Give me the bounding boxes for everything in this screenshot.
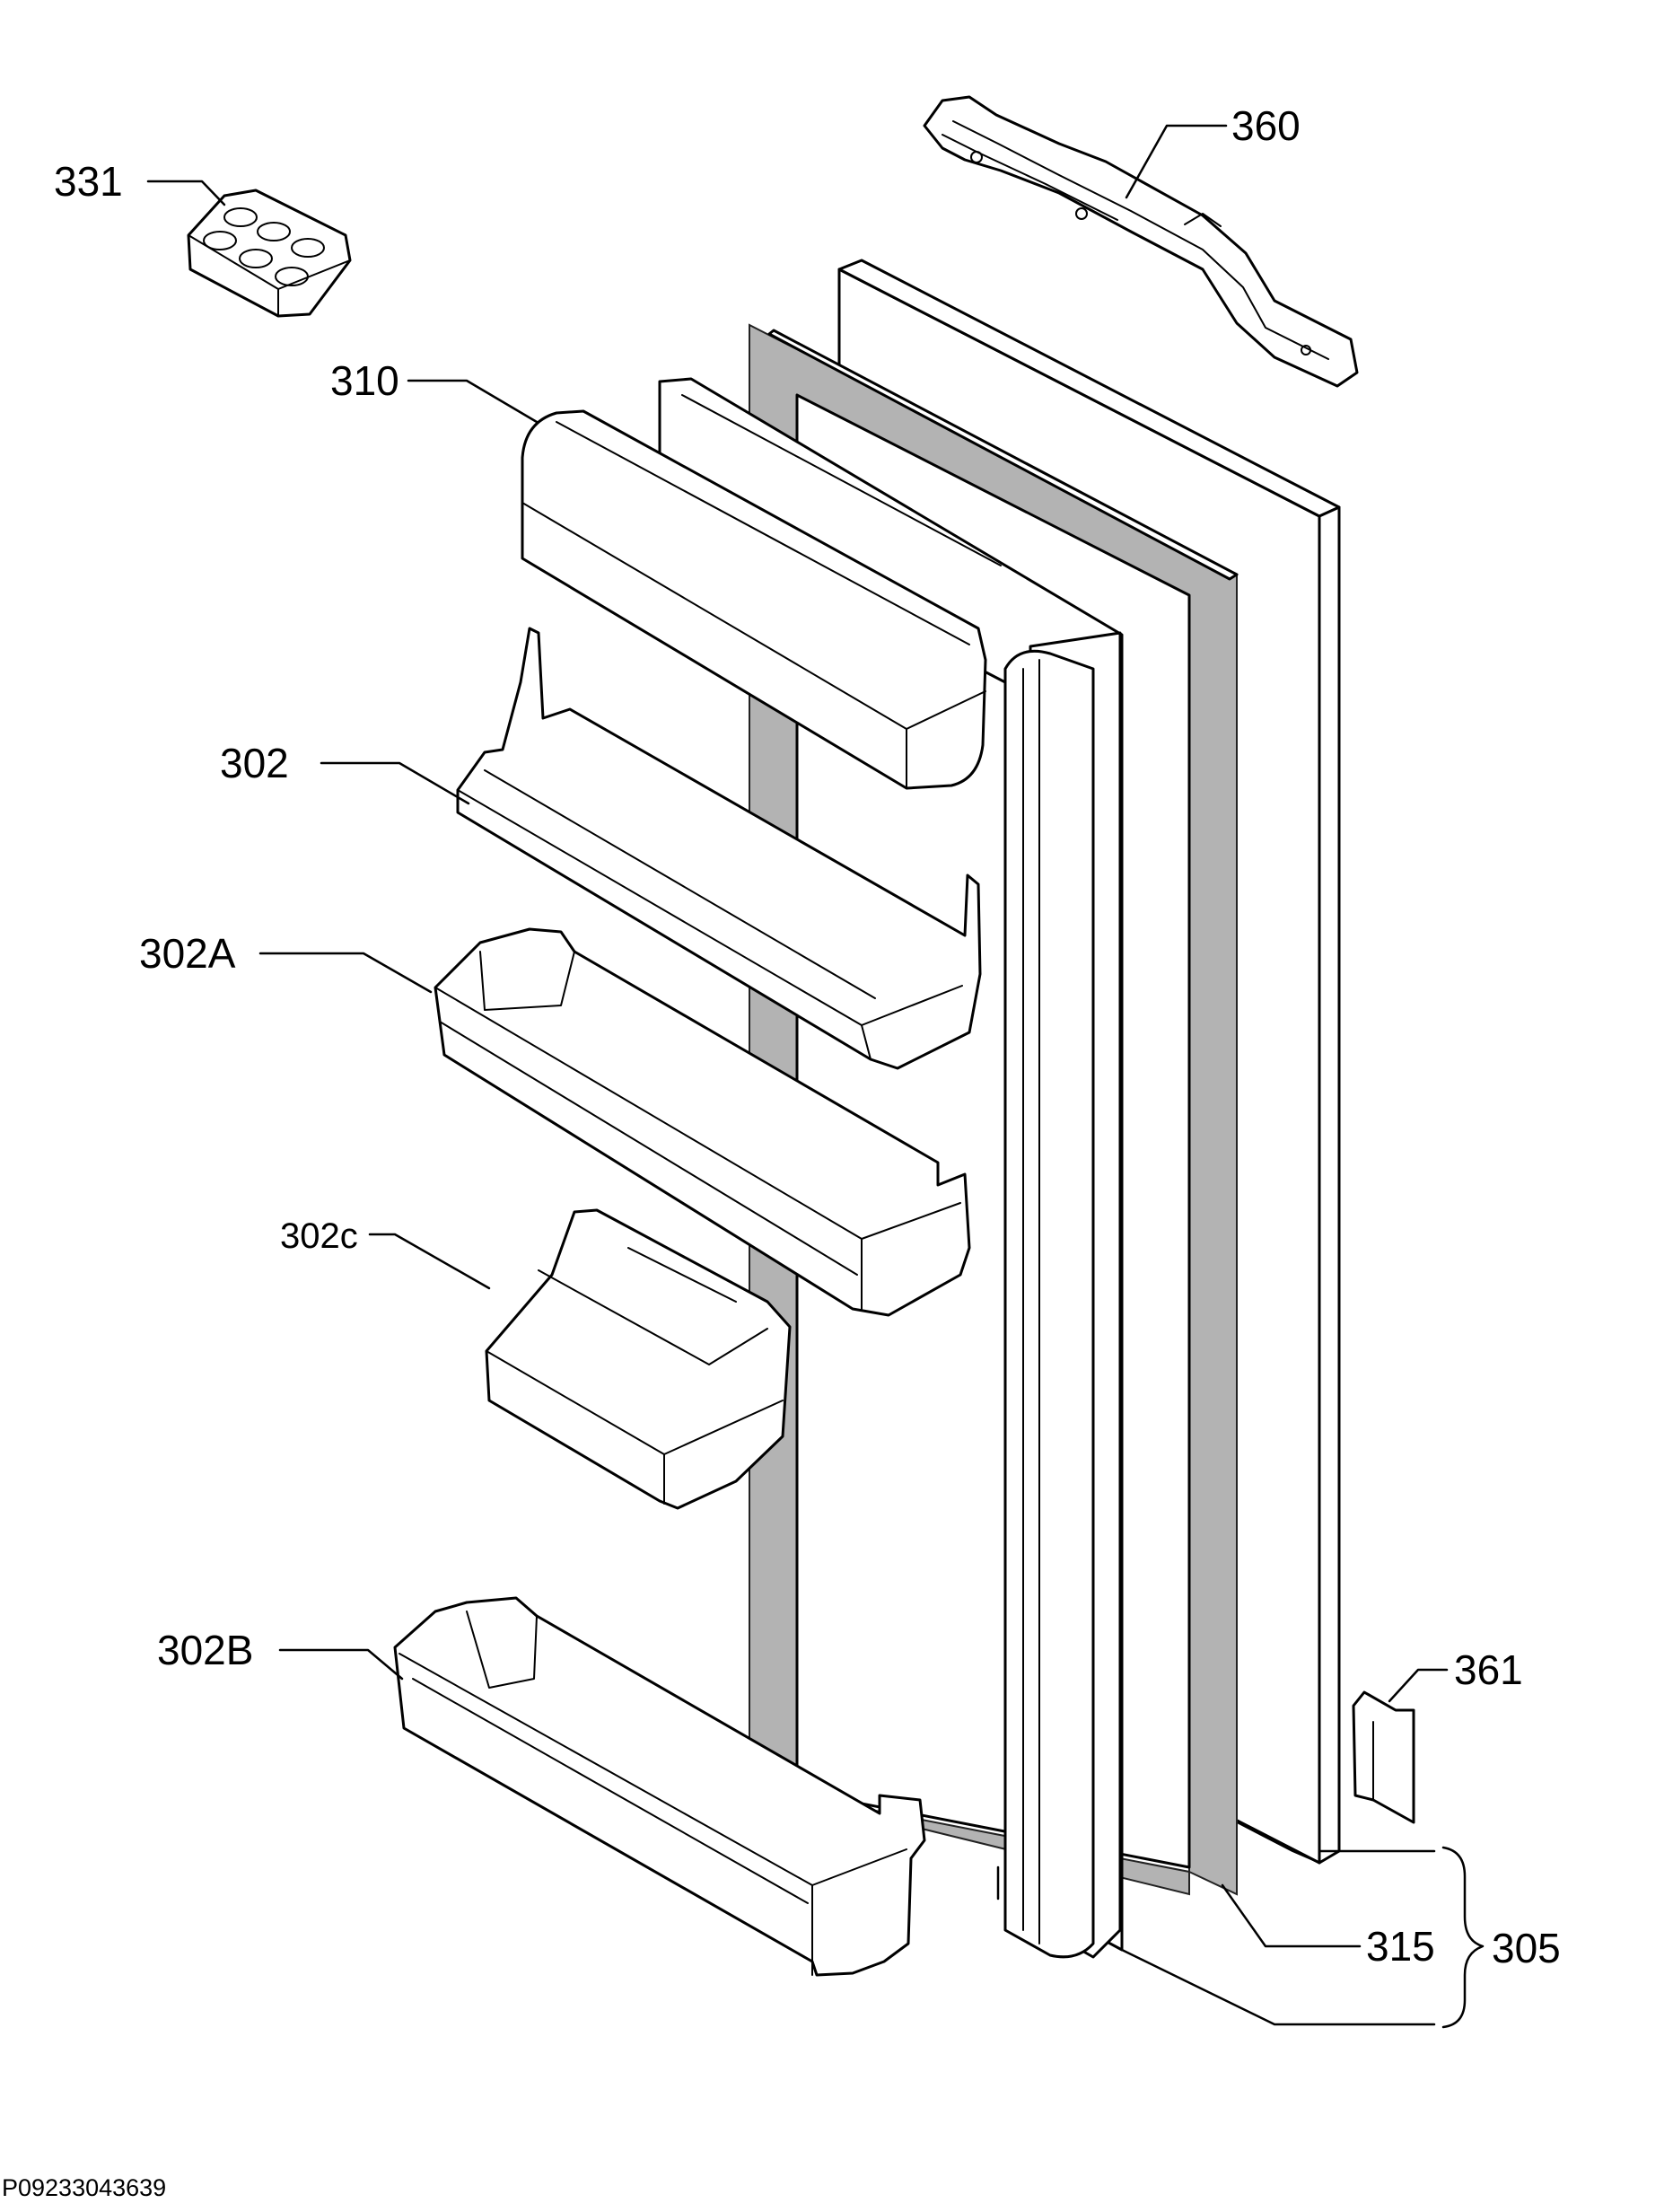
label-302a: 302A [139,930,236,977]
door-inner-liner [658,377,1124,1959]
label-361: 361 [1454,1646,1523,1693]
leader-lines [146,124,1449,2026]
drawing-code: P09233043639 [2,2174,166,2201]
label-360: 360 [1231,102,1301,149]
door-bin-302a [434,927,971,1317]
label-302b: 302B [157,1627,253,1673]
small-shelf-302c [485,1208,792,1510]
label-302c: 302c [280,1216,358,1256]
label-315: 315 [1366,1923,1435,1970]
label-302: 302 [220,740,289,786]
egg-tray [187,189,352,318]
group-brace [1441,1846,1485,2029]
label-305: 305 [1492,1925,1561,1971]
dairy-compartment [521,409,987,790]
label-310: 310 [330,357,399,404]
hinge-bracket [923,95,1359,388]
bottle-bin-302b [393,1596,926,1977]
label-331: 331 [54,158,123,205]
door-shelf-302 [456,627,982,1070]
small-bracket-361 [1352,1690,1415,1824]
